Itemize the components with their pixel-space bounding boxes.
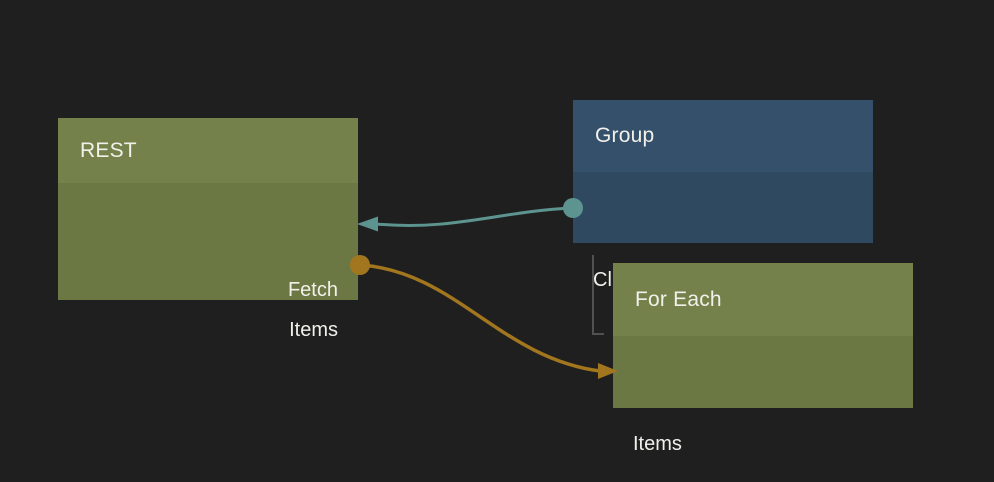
node-group-body: Click [573,172,873,291]
port-foreach-items[interactable]: Items [633,433,682,455]
node-foreach[interactable]: For Each Items [613,263,913,455]
port-dot-rest-items[interactable] [350,255,370,275]
node-foreach-title: For Each [635,287,722,311]
edge-group-click-to-rest-fetch[interactable] [374,206,575,227]
arrowhead-foreach-items [598,363,618,379]
node-foreach-body: Items [613,336,913,455]
node-group-title: Group [595,124,655,147]
node-rest-body: Fetch Items [58,183,358,341]
node-group[interactable]: Group Click [573,100,873,291]
node-rest-title: REST [80,138,137,162]
arrowhead-rest-fetch [357,216,378,232]
port-dot-group-click[interactable] [563,198,583,218]
node-rest-header[interactable]: REST [58,118,358,183]
port-rest-items[interactable]: Items [289,319,338,341]
node-rest[interactable]: REST Fetch Items [58,118,358,341]
node-foreach-header[interactable]: For Each [613,263,913,336]
edge-rest-items-to-foreach-items[interactable] [358,263,602,373]
port-rest-fetch[interactable]: Fetch [287,279,338,301]
node-group-header[interactable]: Group [573,100,873,172]
